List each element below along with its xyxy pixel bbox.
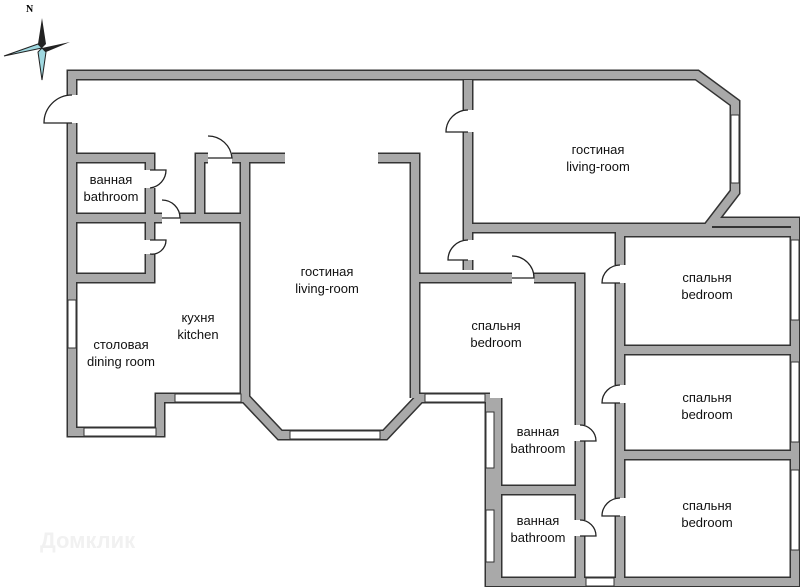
wall-segment <box>534 272 586 425</box>
room-label-kitchen: кухня kitchen <box>177 309 218 343</box>
room-name-en: kitchen <box>177 327 219 342</box>
doors <box>43 94 621 537</box>
room-name-ru: гостиная <box>571 142 625 157</box>
room-name-ru: спальня <box>682 390 732 405</box>
compass-icon: N <box>3 4 70 81</box>
room-name-ru: ванная <box>89 172 133 187</box>
room-name-en: dining room <box>87 354 155 369</box>
room-label-dining-room: столовая dining room <box>87 336 155 370</box>
room-name-ru: кухня <box>181 310 215 325</box>
room-name-ru: спальня <box>682 270 732 285</box>
room-label-bedroom-right-1: спальня bedroom <box>681 269 732 303</box>
wall-segment <box>378 152 421 398</box>
room-label-bathroom-1: ванная bathroom <box>84 171 139 205</box>
room-name-ru: столовая <box>93 337 149 352</box>
room-name-ru: спальня <box>471 318 521 333</box>
wall-segment <box>72 254 154 282</box>
room-label-bedroom-right-2: спальня bedroom <box>681 389 732 423</box>
room-name-en: living-room <box>295 281 359 296</box>
walls <box>66 69 800 587</box>
room-label-living-room-center: гостиная living-room <box>295 263 359 297</box>
wall-segment <box>534 274 584 425</box>
room-name-ru: ванная <box>516 513 560 528</box>
room-label-bathroom-3: ванная bathroom <box>511 512 566 546</box>
wall-segment <box>68 71 799 586</box>
room-name-en: bedroom <box>681 407 733 422</box>
room-name-en: bedroom <box>470 335 522 350</box>
compass-north-label: N <box>26 4 34 15</box>
room-name-en: bathroom <box>510 530 566 545</box>
room-label-bedroom-right-3: спальня bedroom <box>681 497 732 531</box>
room-label-bedroom-middle: спальня bedroom <box>470 317 521 351</box>
room-name-en: bedroom <box>681 287 733 302</box>
room-name-ru: ванная <box>516 424 560 439</box>
room-name-en: living-room <box>566 159 630 174</box>
wall-segment <box>72 154 154 170</box>
watermark-text: Домклик <box>40 528 136 553</box>
room-name-en: bedroom <box>681 515 733 530</box>
room-name-en: bathroom <box>83 189 139 204</box>
wall-segment <box>232 154 249 398</box>
room-label-living-room-top: гостиная living-room <box>566 141 630 175</box>
wall-segment <box>196 154 208 218</box>
room-name-en: bathroom <box>510 441 566 456</box>
room-label-bathroom-2: ванная bathroom <box>511 423 566 457</box>
room-name-ru: гостиная <box>300 264 354 279</box>
room-name-ru: спальня <box>682 498 732 513</box>
watermark-logo: Домклик <box>40 528 135 554</box>
wall-segment <box>378 154 419 398</box>
windows <box>67 114 800 587</box>
